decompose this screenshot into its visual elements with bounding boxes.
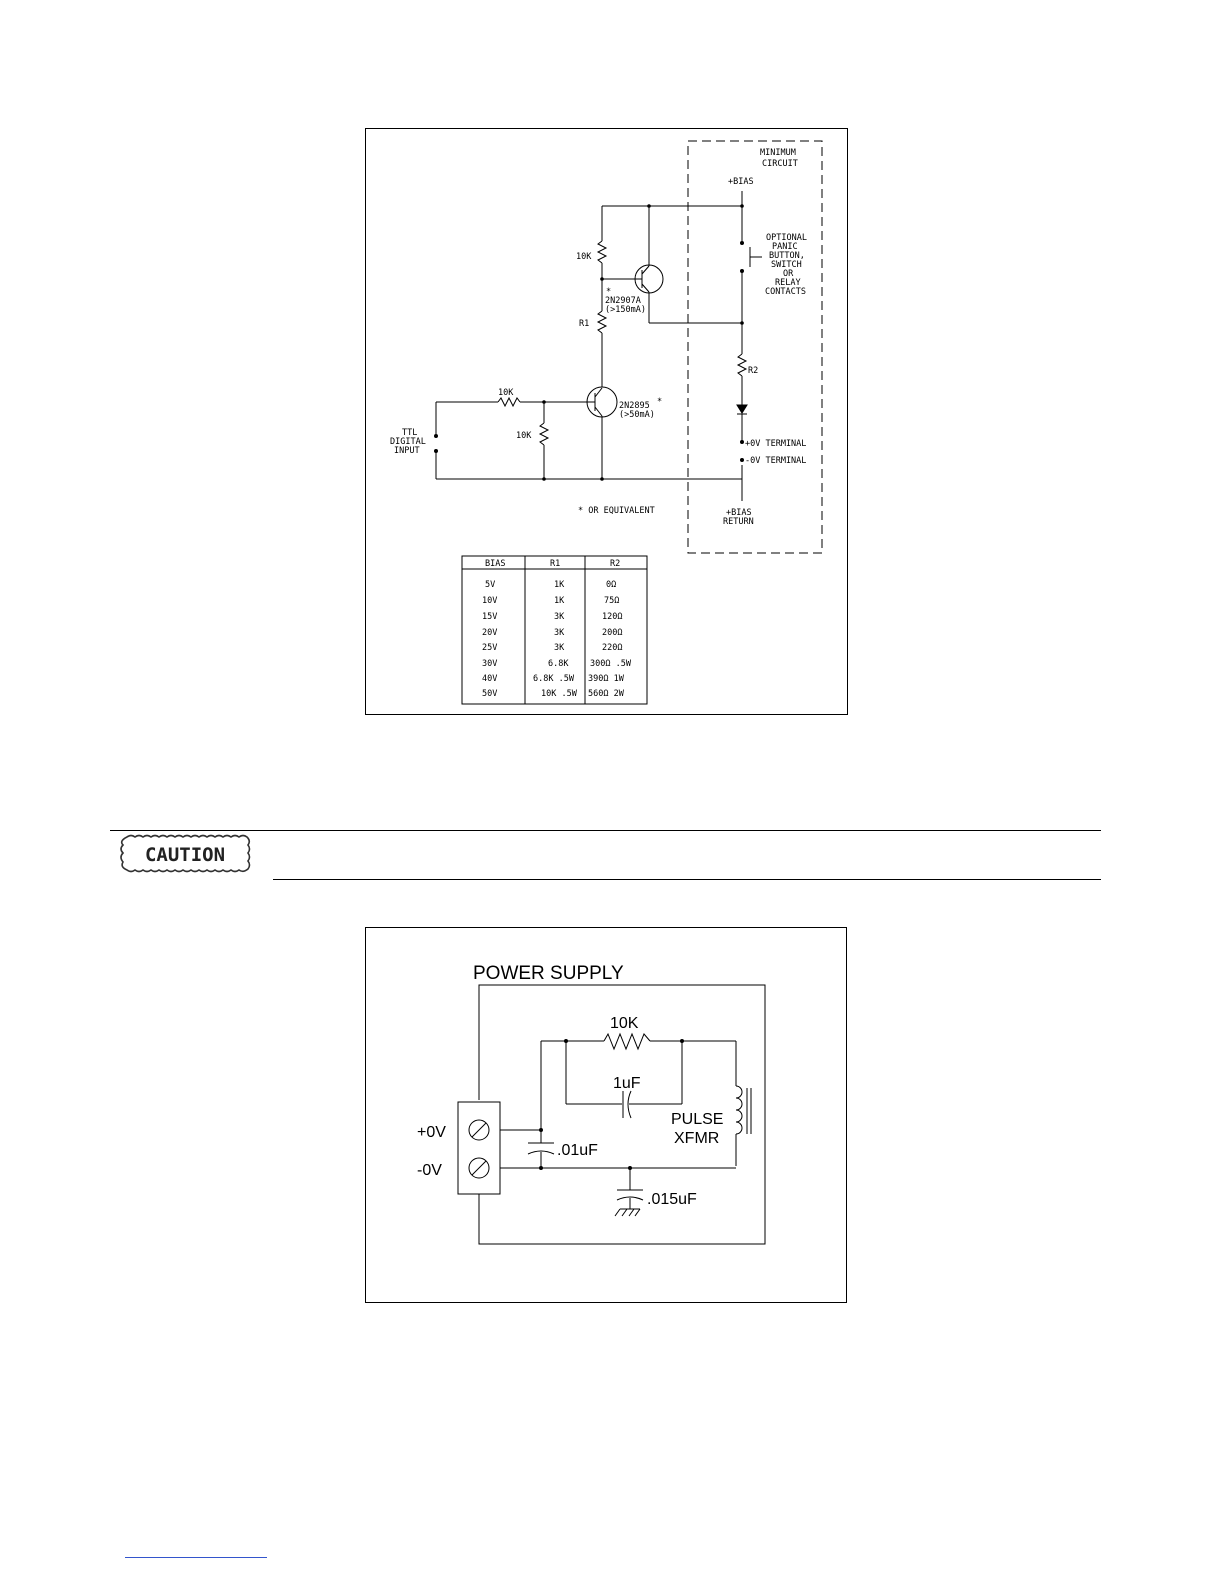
figure-1-schematic: MINIMUM CIRCUIT +BIAS OPTIONAL PANIC BUT… bbox=[390, 140, 823, 705]
label-button: BUTTON, bbox=[769, 251, 805, 261]
minimum-circuit-box bbox=[687, 140, 823, 554]
table-rows: 5V 1K 0Ω 10V 1K 75Ω 15V 3K 120Ω 20V 3K 2… bbox=[482, 580, 632, 699]
label-contacts: CONTACTS bbox=[765, 287, 806, 297]
label-1uf: 1uF bbox=[613, 1075, 641, 1092]
caution-label: CAUTION bbox=[145, 844, 225, 866]
table-cell: 390Ω 1W bbox=[588, 674, 625, 684]
label-digital: DIGITAL bbox=[390, 437, 426, 447]
resistor-10k bbox=[603, 1032, 651, 1051]
power-supply-outline bbox=[478, 984, 766, 1245]
pulse-transformer-coil bbox=[735, 1085, 743, 1135]
table-cell: 1K bbox=[554, 596, 565, 606]
label-plus-0v-terminal: +0V TERMINAL bbox=[745, 439, 806, 449]
resistor-r2 bbox=[736, 353, 748, 377]
table-cell: 3K bbox=[554, 612, 565, 622]
table-cell: 560Ω 2W bbox=[588, 689, 625, 699]
table-cell: 6.8K bbox=[548, 659, 569, 669]
label-01uf: .01uF bbox=[557, 1142, 598, 1159]
label-minimum: MINIMUM bbox=[760, 148, 796, 158]
label-q1-star: * bbox=[606, 287, 611, 297]
label-10k: 10K bbox=[610, 1015, 639, 1032]
figure-2-frame: POWER SUPPLY 10K 1uF PULSE XFMR +0V -0V … bbox=[365, 927, 847, 1303]
terminal-block bbox=[457, 1101, 501, 1195]
table-header-r2: R2 bbox=[610, 559, 620, 569]
table-header-bias: BIAS bbox=[485, 559, 505, 569]
label-minus-0v: -0V bbox=[417, 1162, 442, 1179]
label-bias-return-2: RETURN bbox=[723, 517, 754, 527]
table-cell: 25V bbox=[482, 643, 497, 653]
label-q1-rating: (>150mA) bbox=[605, 305, 646, 315]
resistor-10k-shunt bbox=[538, 422, 550, 446]
label-10k-top: 10K bbox=[576, 252, 592, 262]
caution-badge: CAUTION bbox=[117, 833, 253, 875]
label-power-supply: POWER SUPPLY bbox=[473, 963, 624, 984]
caution-bottom-rule bbox=[273, 879, 1101, 880]
label-r1: R1 bbox=[579, 319, 589, 329]
label-panic: PANIC bbox=[772, 242, 798, 252]
label-xfmr: XFMR bbox=[674, 1130, 719, 1147]
caution-top-rule bbox=[110, 830, 1101, 831]
label-optional: OPTIONAL bbox=[766, 233, 807, 243]
label-r2: R2 bbox=[748, 366, 758, 376]
resistor-r1 bbox=[596, 310, 608, 334]
table-cell: 220Ω bbox=[602, 643, 622, 653]
label-pulse: PULSE bbox=[671, 1111, 723, 1128]
label-q2-star: * bbox=[657, 397, 662, 407]
resistor-10k-top bbox=[596, 240, 608, 264]
table-cell: 20V bbox=[482, 628, 497, 638]
label-10k-input: 10K bbox=[498, 388, 514, 398]
footer-link-underline[interactable] bbox=[125, 1557, 267, 1558]
label-or-equivalent: * OR EQUIVALENT bbox=[578, 506, 655, 516]
label-switch: SWITCH bbox=[771, 260, 802, 270]
resistor-10k-input bbox=[497, 396, 521, 408]
diode bbox=[736, 404, 748, 414]
label-minus-0v-terminal: -0V TERMINAL bbox=[745, 456, 806, 466]
table-cell: 5V bbox=[485, 580, 495, 590]
table-cell: 6.8K .5W bbox=[533, 674, 575, 684]
table-cell: 300Ω .5W bbox=[590, 659, 632, 669]
table-cell: 3K bbox=[554, 628, 565, 638]
table-header-r1: R1 bbox=[550, 559, 560, 569]
table-cell: 200Ω bbox=[602, 628, 622, 638]
label-q2-part: 2N2895 bbox=[619, 401, 650, 411]
table-cell: 1K bbox=[554, 580, 565, 590]
label-relay: RELAY bbox=[775, 278, 801, 288]
figure-2-schematic: POWER SUPPLY 10K 1uF PULSE XFMR +0V -0V … bbox=[417, 963, 766, 1245]
label-ttl: TTL bbox=[402, 428, 417, 438]
table-cell: 15V bbox=[482, 612, 497, 622]
table-cell: 75Ω bbox=[604, 596, 619, 606]
table-cell: 120Ω bbox=[602, 612, 622, 622]
table-cell: 40V bbox=[482, 674, 497, 684]
label-bias-top: +BIAS bbox=[728, 177, 754, 187]
table-cell: 50V bbox=[482, 689, 497, 699]
label-input: INPUT bbox=[394, 446, 420, 456]
label-10k-shunt: 10K bbox=[516, 431, 532, 441]
label-q2-rating: (>50mA) bbox=[619, 410, 655, 420]
table-cell: 10K .5W bbox=[541, 689, 578, 699]
figure-1-frame: MINIMUM CIRCUIT +BIAS OPTIONAL PANIC BUT… bbox=[365, 128, 848, 715]
terminal-minus-0v bbox=[468, 1157, 490, 1179]
label-or: OR bbox=[783, 269, 794, 279]
label-bias-return-1: +BIAS bbox=[726, 508, 752, 518]
bias-table bbox=[461, 555, 648, 705]
caution-badge-icon: CAUTION bbox=[120, 834, 251, 873]
label-015uf: .015uF bbox=[647, 1191, 697, 1208]
label-plus-0v: +0V bbox=[417, 1124, 446, 1141]
label-q1-part: 2N2907A bbox=[605, 296, 641, 306]
label-circuit: CIRCUIT bbox=[762, 159, 798, 169]
table-cell: 3K bbox=[554, 643, 565, 653]
table-cell: 0Ω bbox=[606, 580, 616, 590]
table-cell: 10V bbox=[482, 596, 497, 606]
table-cell: 30V bbox=[482, 659, 497, 669]
terminal-plus-0v bbox=[468, 1119, 490, 1141]
